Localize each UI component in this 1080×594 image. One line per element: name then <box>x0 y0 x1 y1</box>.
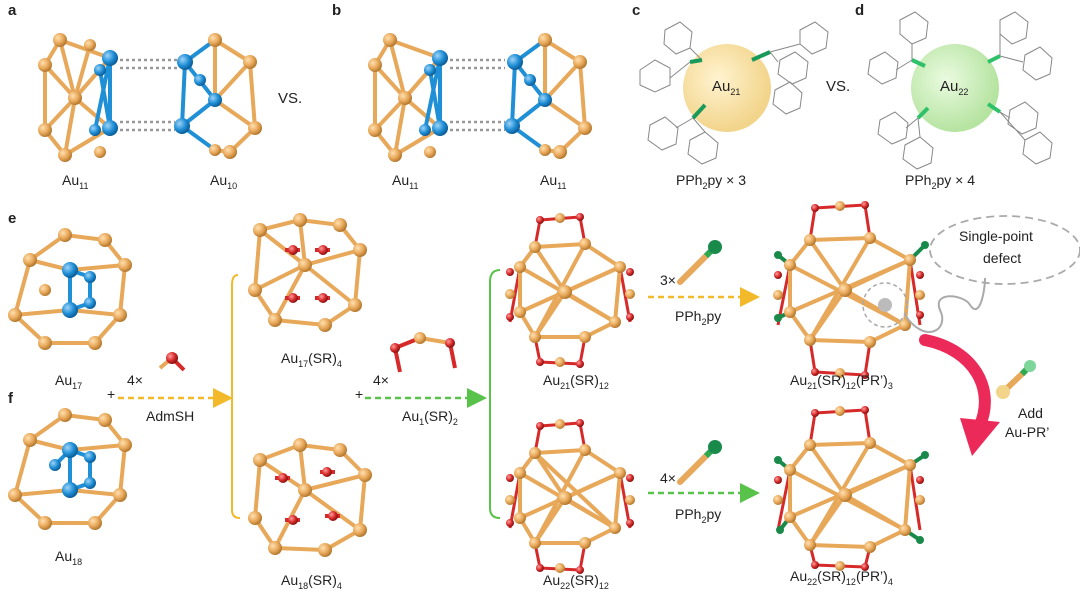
cluster-au22-full <box>773 406 929 571</box>
panel-letter-b: b <box>332 2 342 19</box>
step1-multiplier: 4× <box>127 372 143 388</box>
add-au-pr-arrow <box>919 334 1000 456</box>
label-c-caption: PPh2py × 3 <box>676 172 747 191</box>
add-label-line1: Add <box>1018 405 1043 421</box>
branch-yellow <box>231 274 241 519</box>
cluster-au11-a <box>38 33 118 162</box>
defect-thought-bubble <box>904 215 1080 333</box>
label-au18: Au18 <box>55 548 83 567</box>
label-au17sr4: Au17(SR)4 <box>281 350 342 369</box>
panel-letter-a: a <box>8 2 17 19</box>
label-au22sr12: Au22(SR)12 <box>543 572 609 591</box>
branch-green <box>489 269 501 519</box>
label-au18sr4: Au18(SR)4 <box>281 572 342 591</box>
dotted-contacts-b <box>450 58 505 132</box>
au1sr2-staple-icon <box>390 332 457 373</box>
plus-sign-2: + <box>355 386 364 402</box>
step3a-multiplier: 3× <box>660 272 676 288</box>
plus-sign-1: + <box>107 386 116 402</box>
panel-letter-e: e <box>8 210 17 227</box>
cluster-au17 <box>8 228 132 350</box>
cluster-au11-b-left <box>368 33 448 162</box>
ligand-sphere-au22 <box>867 11 1053 170</box>
ligand-sphere-au21 <box>639 21 829 165</box>
label-b-au11-left: Au11 <box>392 172 419 191</box>
step2-reagent: Au1(SR)2 <box>402 408 458 427</box>
panel-letter-c: c <box>632 2 641 19</box>
pph2py-icon-a <box>677 240 722 285</box>
panel-letter-d: d <box>855 2 865 19</box>
panel-letter-f: f <box>8 390 13 407</box>
vs-label-1: VS. <box>278 90 303 107</box>
bubble-line2: defect <box>983 250 1022 266</box>
step3b-reagent: PPh2py <box>675 506 722 525</box>
label-b-au11-right: Au11 <box>540 172 567 191</box>
admsh-ligand-icon <box>158 352 186 372</box>
label-a-au11: Au11 <box>62 172 89 191</box>
cluster-au18sr4 <box>248 438 372 557</box>
pph2py-icon-b <box>677 440 722 485</box>
add-label-line2: Au-PR’ <box>1005 424 1050 440</box>
step1-reagent: AdmSH <box>146 408 195 424</box>
cluster-au10-a <box>174 33 262 159</box>
label-d-caption: PPh2py × 4 <box>905 172 976 191</box>
label-core-au22: Au22 <box>940 78 969 97</box>
label-au21sr12: Au21(SR)12 <box>543 372 609 391</box>
cluster-au21sr12 <box>505 213 635 368</box>
label-au21-full: Au21(SR)12(PR’)3 <box>790 372 893 391</box>
vs-label-2: VS. <box>826 78 851 95</box>
cluster-au17sr4 <box>248 213 367 332</box>
step3b-multiplier: 4× <box>660 470 676 486</box>
bubble-line1: Single-point <box>959 228 1033 244</box>
cluster-au11-b-right <box>504 33 592 159</box>
label-au22-full: Au22(SR)12(PR’)4 <box>790 568 893 587</box>
cluster-au18 <box>8 408 132 530</box>
label-a-au10: Au10 <box>210 172 238 191</box>
step3a-reagent: PPh2py <box>675 308 722 327</box>
label-core-au21: Au21 <box>712 78 741 97</box>
dotted-contacts-a <box>120 58 180 132</box>
cluster-au21-full <box>773 201 929 379</box>
au-pr-icon <box>996 360 1036 399</box>
cluster-au22sr12 <box>505 419 635 574</box>
step2-multiplier: 4× <box>373 372 389 388</box>
label-au17: Au17 <box>55 372 83 391</box>
